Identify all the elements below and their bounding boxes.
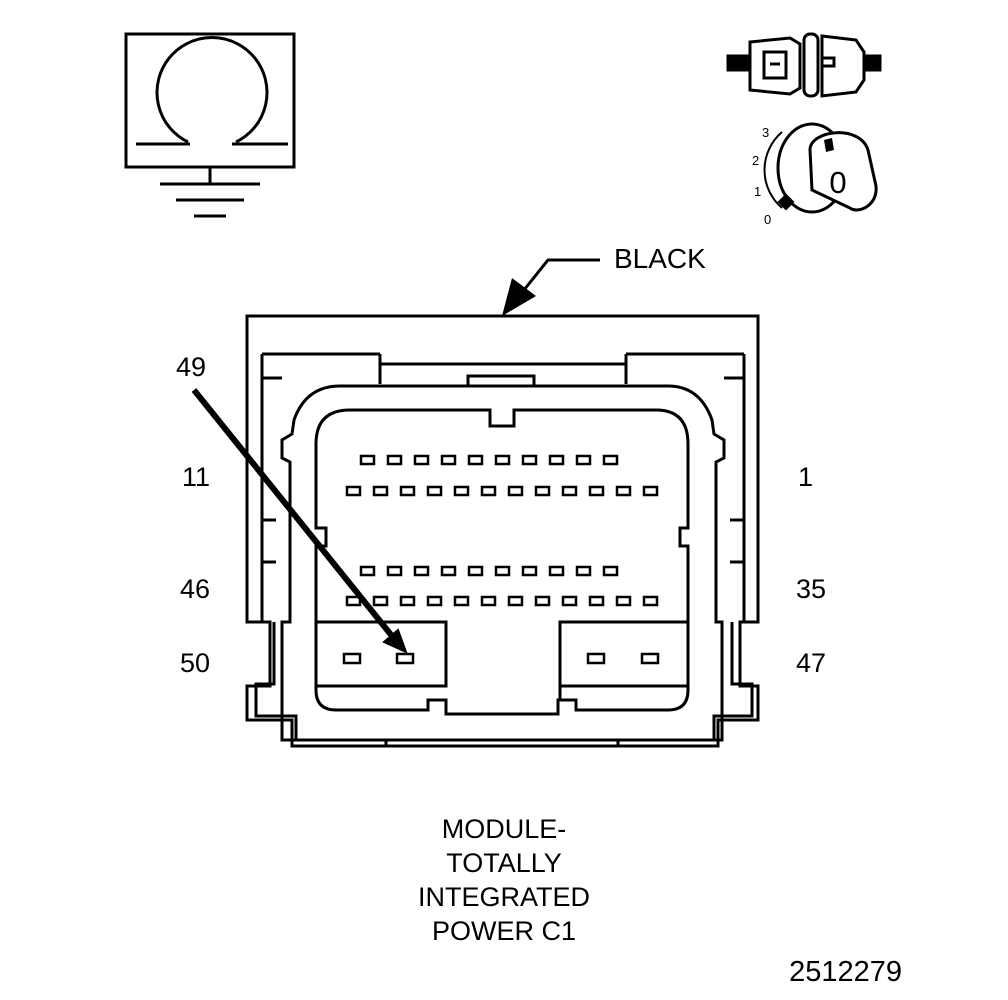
key-position-marker-icon xyxy=(777,193,795,211)
pin-label-35: 35 xyxy=(796,574,826,604)
color-callout-arrow xyxy=(502,258,600,316)
pin-cavity xyxy=(640,652,660,665)
pin-cavity xyxy=(642,485,659,497)
pin-cavity xyxy=(399,595,416,607)
pin-cavity xyxy=(575,454,592,466)
ohmmeter-ground-icon xyxy=(124,32,296,218)
pin-label-11: 11 xyxy=(182,462,210,492)
ignition-key-icon xyxy=(776,122,878,214)
pin-cavity xyxy=(521,565,538,577)
key-position-arc xyxy=(763,131,783,209)
pin-cavity xyxy=(426,485,443,497)
svg-text:3: 3 xyxy=(762,125,769,140)
pin-cavity xyxy=(467,565,484,577)
pin-cavity xyxy=(372,485,389,497)
pin-cavity xyxy=(372,595,389,607)
pin-cavity xyxy=(386,454,403,466)
figure-number: 2512279 xyxy=(789,956,902,988)
pin-cavity xyxy=(602,565,619,577)
pin-cavity xyxy=(615,485,632,497)
pin-cavity xyxy=(453,485,470,497)
caption-line: MODULE- xyxy=(441,814,567,844)
pin-cavity xyxy=(575,565,592,577)
pin-cavity xyxy=(586,652,606,665)
pin-cavity xyxy=(342,652,362,665)
pin-cavity xyxy=(453,595,470,607)
pin-cavity xyxy=(399,485,416,497)
pin-cavity xyxy=(359,454,376,466)
pin-label-1: 1 xyxy=(798,462,813,492)
pin-cavity xyxy=(548,454,565,466)
pin-cavity xyxy=(507,595,524,607)
pin-cavity xyxy=(480,595,497,607)
pin-cavity xyxy=(588,485,605,497)
pin-cavity xyxy=(426,595,443,607)
pin-cavity xyxy=(386,565,403,577)
pin-cavity xyxy=(413,565,430,577)
pin-cavities xyxy=(342,454,660,665)
pin-cavity xyxy=(561,595,578,607)
svg-text:2: 2 xyxy=(752,153,759,168)
svg-text:0: 0 xyxy=(764,212,771,227)
pin-cavity xyxy=(534,595,551,607)
disconnected-connector-icon xyxy=(726,32,882,98)
pin-cavity xyxy=(440,454,457,466)
pin-cavity xyxy=(440,565,457,577)
pin-cavity xyxy=(642,595,659,607)
svg-text:1: 1 xyxy=(754,184,761,199)
pin-cavity xyxy=(507,485,524,497)
caption-line: INTEGRATED xyxy=(417,882,590,912)
pin-label-50: 50 xyxy=(180,648,210,678)
pin-cavity xyxy=(494,454,511,466)
pin-callout-label-49: 49 xyxy=(176,352,206,382)
pin-number-labels: 11 1 46 35 50 47 49 xyxy=(176,352,826,678)
pin-cavity xyxy=(480,485,497,497)
pin-cavity xyxy=(467,454,484,466)
pin-cavity xyxy=(588,595,605,607)
pin-label-47: 47 xyxy=(796,648,826,678)
connector-face xyxy=(245,314,760,748)
caption-line: POWER C1 xyxy=(431,916,577,946)
caption-line: TOTALLY xyxy=(446,848,562,878)
pin-cavity xyxy=(345,485,362,497)
key-digit: 0 xyxy=(829,165,846,200)
key-position-scale: 3 2 1 0 xyxy=(752,125,771,227)
pin-cavity xyxy=(548,565,565,577)
pin-cavity xyxy=(395,652,415,665)
connector-caption: MODULE- TOTALLY INTEGRATED POWER C1 xyxy=(354,812,654,948)
pin-cavity xyxy=(561,485,578,497)
pin-cavity xyxy=(615,595,632,607)
pin-cavity xyxy=(494,565,511,577)
connector-color-label: BLACK xyxy=(614,243,706,274)
pin-cavity xyxy=(413,454,430,466)
pin-cavity xyxy=(534,485,551,497)
pin-label-46: 46 xyxy=(180,574,210,604)
pin-cavity xyxy=(359,565,376,577)
pin-cavity xyxy=(521,454,538,466)
pin-49-callout-arrow xyxy=(191,388,408,654)
pin-cavity xyxy=(602,454,619,466)
